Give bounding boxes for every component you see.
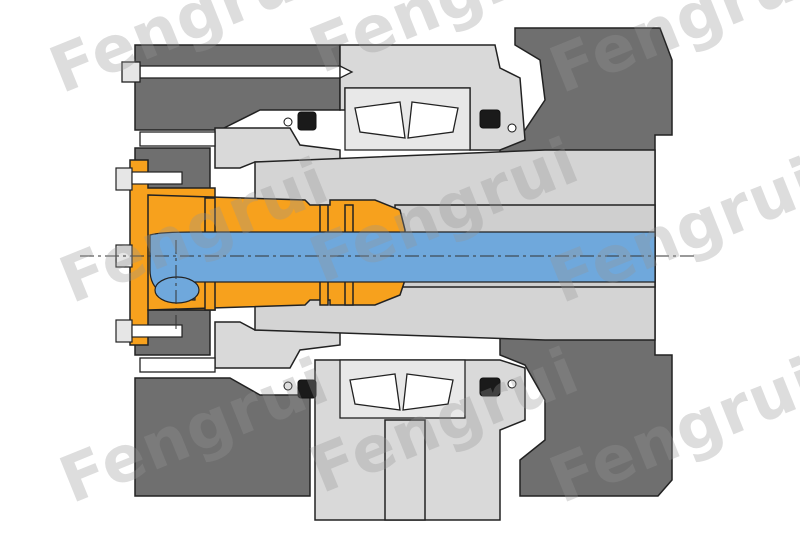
upper-roller-bearing xyxy=(344,87,471,151)
upper-tie-rod-tip xyxy=(339,64,354,80)
fluid-passage xyxy=(149,231,656,304)
bolt-head-top xyxy=(115,167,133,191)
seal-ring-lower-a xyxy=(283,381,293,391)
seal-upper-right xyxy=(479,109,501,129)
bolt-shank-bottom xyxy=(131,324,183,338)
seal-ring-upper-a xyxy=(283,117,293,127)
upper-drain-channel xyxy=(139,131,216,147)
seal-ring-upper-b xyxy=(507,123,517,133)
upper-tie-rod xyxy=(139,65,341,79)
lower-drain-channel xyxy=(139,357,216,373)
coolant-channel xyxy=(149,231,656,301)
upper-roller-right xyxy=(407,101,459,139)
bolt-shank-top xyxy=(131,171,183,185)
seal-lower-left xyxy=(297,379,317,399)
lip-seals xyxy=(283,109,517,399)
lower-roller-right xyxy=(402,373,454,411)
seal-upper-left xyxy=(297,111,317,131)
lower-roller-bearing xyxy=(339,359,466,419)
seal-ring-lower-b xyxy=(507,379,517,389)
centerlines xyxy=(80,240,695,330)
seal-lower-right xyxy=(479,377,501,397)
tie-rods xyxy=(121,61,354,373)
flange-bolts xyxy=(115,167,183,343)
upper-roller-left xyxy=(354,101,406,139)
bolt-head-bottom xyxy=(115,319,133,343)
upper-housing xyxy=(339,44,526,151)
lower-bearing-cover xyxy=(214,321,341,369)
lower-roller-left xyxy=(349,373,401,411)
lower-housing-slot xyxy=(384,419,426,521)
bearing-housings xyxy=(214,44,526,521)
inlet-port xyxy=(154,276,200,304)
frame-left-lower xyxy=(134,377,311,497)
upper-rod-nut xyxy=(121,61,141,83)
